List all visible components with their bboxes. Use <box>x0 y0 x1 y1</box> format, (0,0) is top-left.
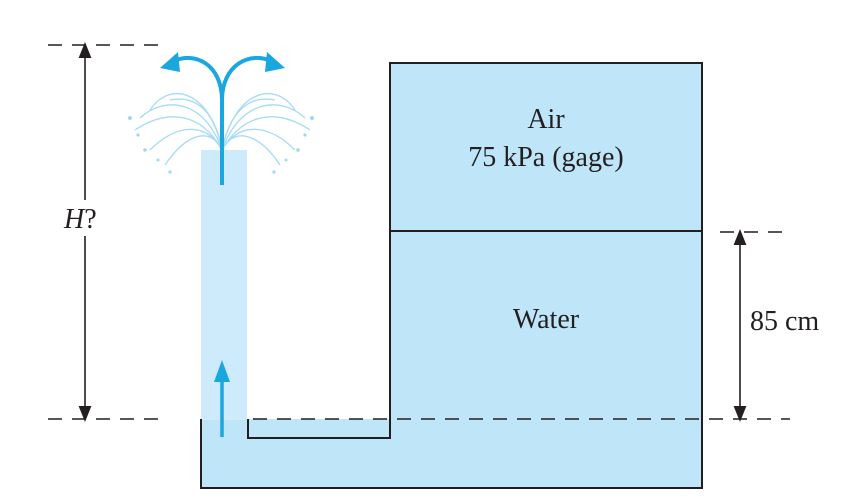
pipe-lower-fill <box>247 438 390 488</box>
curved-arrow-right-icon <box>220 52 285 101</box>
water-depth-label: 85 cm <box>750 306 819 337</box>
reference-dashed-lines <box>48 44 790 420</box>
height-unknown-label: H? <box>63 204 97 235</box>
height-symbol: H <box>63 204 86 235</box>
depth-label-bg <box>745 300 845 340</box>
spray-droplets <box>128 116 314 174</box>
water-label: Water <box>513 304 580 335</box>
height-label-bg <box>62 200 122 236</box>
air-label: Air <box>527 104 565 135</box>
fountain-spray <box>134 93 311 166</box>
pipe-outline <box>200 63 703 489</box>
height-question-mark: ? <box>84 204 96 235</box>
tank-water-region <box>390 231 702 419</box>
arrow-up-icon <box>214 360 230 437</box>
air-region <box>389 62 703 232</box>
air-pressure-label: 75 kPa (gage) <box>468 142 624 173</box>
